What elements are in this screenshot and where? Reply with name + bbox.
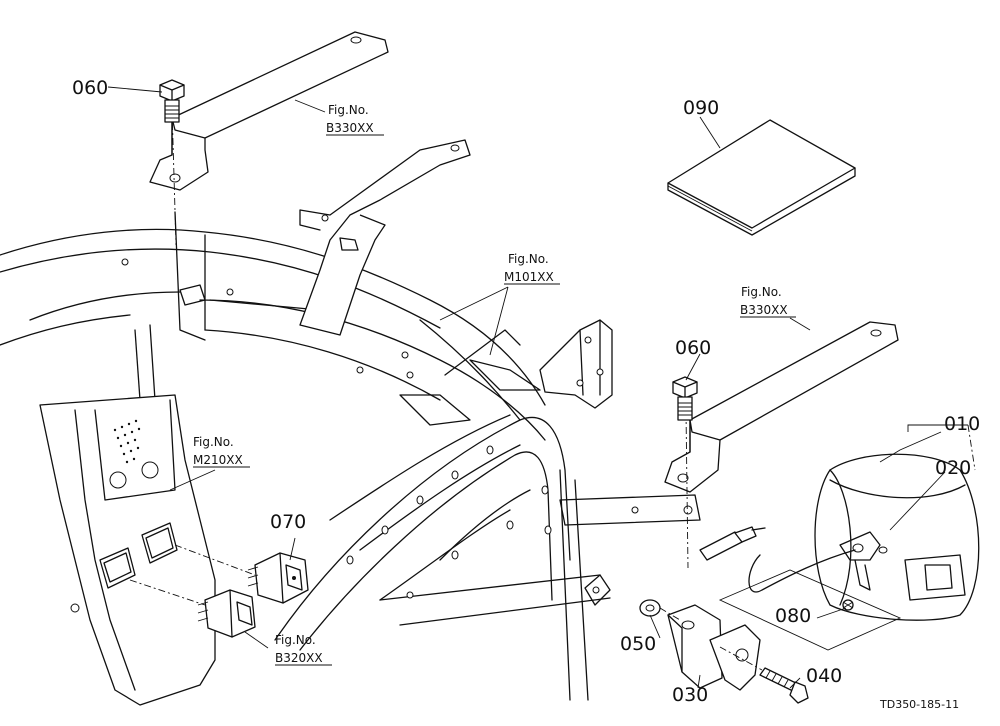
part-030-bracket [667,604,761,691]
callout-060-right: 060 [675,337,711,359]
part-050-nut [639,599,681,621]
fig-ref-number: B330XX [740,303,788,317]
part-040-bolt [719,646,809,704]
diagram-code: TD350-185-11 [879,698,959,711]
fig-ref-label: Fig.No. [741,285,782,299]
fig-ref-m210: Fig.No. M210XX [193,435,250,468]
part-010-work-lamp [699,453,980,651]
fig-ref-number: M210XX [193,453,243,467]
switch-b320 [129,579,256,638]
fig-ref-label: Fig.No. [275,633,316,647]
part-060-bolt-right [672,376,698,421]
fig-ref-m101: Fig.No. M101XX [504,252,560,285]
stay-bracket-centre [299,139,471,336]
callout-050: 050 [620,633,656,655]
callout-010: 010 [944,413,980,435]
callout-030: 030 [672,684,708,706]
fig-ref-number: B320XX [275,651,323,665]
callout-080: 080 [775,605,811,627]
bracket-b330-right [664,321,899,569]
fig-ref-number: B330XX [326,121,374,135]
callout-040: 040 [806,665,842,687]
part-070-switch [174,544,309,604]
callout-020: 020 [935,457,971,479]
fig-ref-b330-right: Fig.No. B330XX [740,285,796,318]
part-060-bolt-left [159,79,185,123]
fig-ref-label: Fig.No. [193,435,234,449]
fig-ref-label: Fig.No. [328,103,369,117]
callout-090: 090 [683,97,719,119]
callout-070: 070 [270,511,306,533]
fig-ref-b330-top: Fig.No. B330XX [326,103,384,136]
l-bracket-right [539,319,613,409]
part-090-sheet [667,119,856,236]
fig-ref-label: Fig.No. [508,252,549,266]
leader-lines [107,86,976,689]
speaker-grille [113,419,141,464]
side-console-panel [39,394,222,706]
bracket-b330-top [149,31,389,246]
fig-ref-number: M101XX [504,270,554,284]
cab-frame [0,211,701,701]
fig-ref-b320: Fig.No. B320XX [275,633,332,666]
callout-060-left: 060 [72,77,108,99]
